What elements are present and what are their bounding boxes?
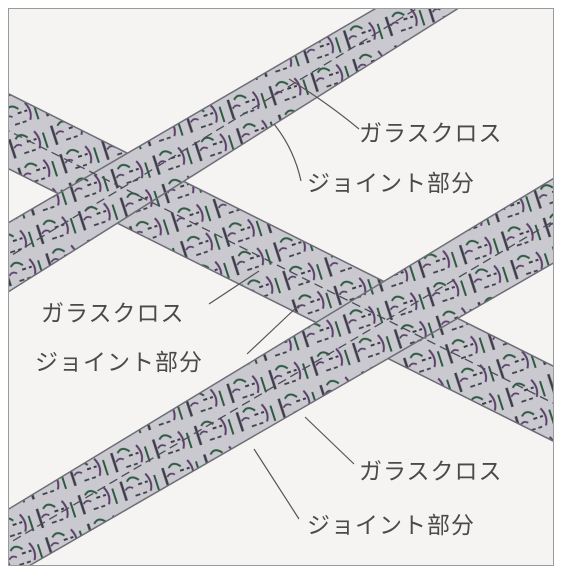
label-joint-part-2: ジョイント部分 [35, 350, 203, 376]
tape-band-ascending-upper [9, 9, 459, 293]
label-glass-cloth-2: ガラスクロス [41, 301, 185, 327]
label-glass-cloth-3: ガラスクロス [359, 459, 503, 485]
leader-lines [208, 78, 360, 520]
diagram-frame: ガラスクロス ジョイント部分 ガラスクロス ジョイント部分 ガラスクロス ジョイ… [8, 8, 554, 566]
tape-band-ascending-lower [9, 177, 553, 565]
label-joint-part-3: ジョイント部分 [307, 513, 475, 539]
joint-tape-diagram [9, 9, 553, 565]
joint-seam-lines [9, 9, 553, 544]
label-glass-cloth-1: ガラスクロス [359, 121, 503, 147]
label-joint-part-1: ジョイント部分 [307, 171, 475, 197]
